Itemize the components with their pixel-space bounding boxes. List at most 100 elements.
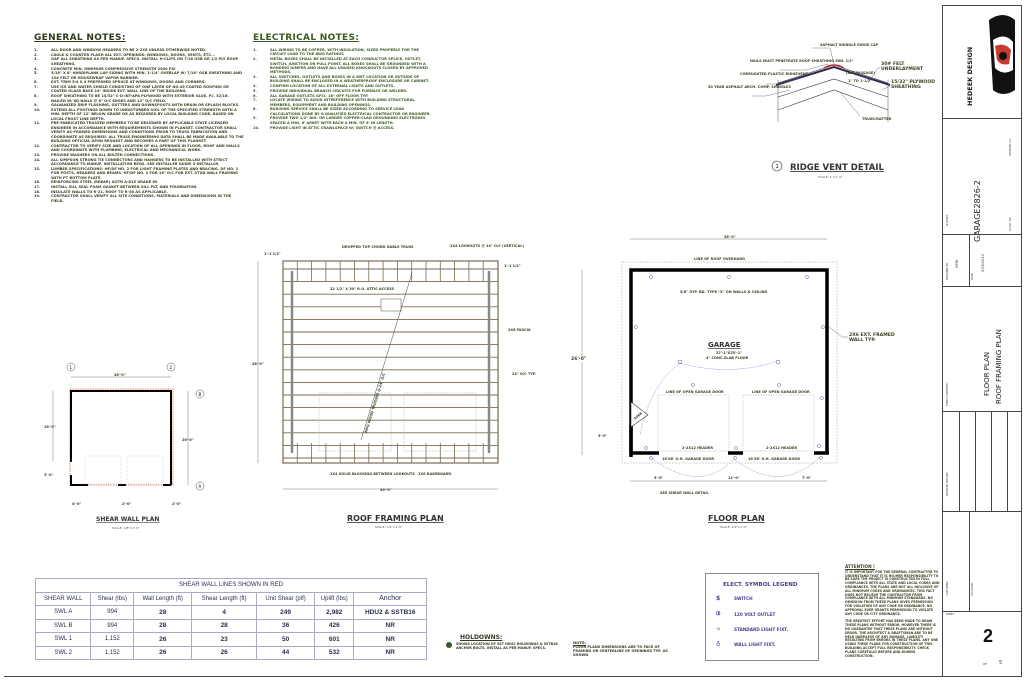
- customer-label: CUSTOMER:: [946, 581, 949, 596]
- note-text: ALL DOOR AND WINDOW HEADERS TO BE 2-2X8 …: [51, 48, 207, 52]
- label-nails: NAILS MUST PENETRATE ROOF SHEATHING MIN.…: [750, 59, 854, 63]
- note-number: 8.: [34, 94, 38, 99]
- note-text: CONFIRM LOCATION OF ALL EXTERNAL LIGHTS …: [270, 84, 395, 89]
- designed-by: NPW: [955, 259, 959, 268]
- sheet-contents-label: SHEET CONTENTS:: [946, 382, 949, 406]
- ridge-vent-title: RIDGE VENT DETAIL: [790, 163, 885, 173]
- legend-item: ♁WALL LIGHT FIXT.: [716, 641, 808, 648]
- note-item: 3.ALL SWITCHES, OUTLETS AND BOXES IN A W…: [253, 75, 433, 84]
- label-shear-detail: SEE SHEAR WALL DETAIL: [660, 491, 709, 495]
- note-text: LUMBER SPECIFICATIONS: HF/DF NO. 2 FOR L…: [51, 166, 239, 180]
- note-text: CAULK & COUNTER FLASH ALL EXT. OPENINGS:…: [51, 52, 216, 57]
- sheet-title-1: FLOOR PLAN: [983, 351, 991, 396]
- note-text: ALL SIMPSON STRONG TIE CONNECTORS AND HA…: [51, 157, 228, 167]
- attention-p2: THE GREATEST EFFORT HAS BEEN MADE TO DRA…: [845, 619, 939, 658]
- room-size: 27'-1"X25'-1": [716, 351, 742, 355]
- note-text: BUILDING SERVICE SHALL BE SIZED ACCORDIN…: [270, 107, 431, 116]
- label-truss: TRUSS/RAFTER: [862, 117, 892, 121]
- holdown-symbol-icon: [446, 642, 452, 648]
- label-rakeboard: 2X6 RAKEBOARD: [418, 472, 451, 476]
- label-felt: 30# FELT UNDERLAYMENT: [881, 62, 935, 73]
- note-number: 3.: [253, 75, 257, 80]
- note-number: 2.: [253, 57, 257, 62]
- table-cell: 28: [191, 618, 258, 633]
- note-number: 4.: [34, 66, 38, 71]
- date-label: DATE:: [971, 272, 974, 280]
- note-number: 9.: [34, 103, 38, 108]
- label-air-passage: (AIR PASSAGE): [846, 71, 875, 75]
- roof-framing-plan: MFG WOOD TRUSSES @ 24" O/C DROPPED TOP C…: [252, 244, 536, 529]
- note-number: 4.: [253, 84, 257, 89]
- dim-top: 28'-0": [114, 373, 126, 377]
- note-item: 16.REINFORCING STEEL (REBAR) ASTM A-615 …: [34, 180, 244, 184]
- revision-history-label: REVISION HISTORY:: [946, 471, 949, 496]
- dim-left-2: 3'-0": [44, 473, 53, 477]
- note-number: 14.: [34, 157, 41, 162]
- note-item: 11.PRE-FABRICATED TRUSSED MEMBERS TO BE …: [34, 121, 244, 143]
- general-notes-title: GENERAL NOTES:: [34, 33, 126, 43]
- detail-number-bubble: [771, 160, 783, 172]
- note-item: 4.CONCRETE MIN. MINIMUM COMPRESSIVE STRE…: [34, 67, 244, 71]
- attention-title: ATTENTION !: [845, 564, 875, 569]
- note-item: 4. CONFIRM LOCATION OF ALL EXTERNAL LIGHT…: [253, 84, 433, 88]
- table-cell: 426: [314, 618, 355, 633]
- note-item: 2.CAULK & COUNTER FLASH ALL EXT. OPENING…: [34, 53, 244, 57]
- electrical-symbol-legend: ELECT. SYMBOL LEGEND $SWITCH⦶120 VOLT OU…: [705, 573, 819, 661]
- note-number: 6.: [34, 80, 38, 85]
- garage-door-outline: [318, 392, 392, 452]
- of-label: OF: [983, 662, 988, 666]
- column-header: Shear (lbs): [90, 591, 135, 606]
- column-header: Wall Length (ft): [133, 591, 193, 606]
- note-text: PROVIDE TWO 1/2" DIA. OR LARGER COPPER-C…: [270, 116, 426, 125]
- note-item: 12.CONTRACTOR TO VERIFY SIZE AND LOCATIO…: [34, 144, 244, 153]
- label-ridge-cap: ASPHALT SHINGLE RIDGE CAP: [820, 43, 879, 47]
- label-entry-door: 3068: [633, 411, 643, 421]
- table-cell: 249: [256, 605, 316, 620]
- note-item: 13.PROVIDE WASHERS ON ALL BOLTED CONNECT…: [34, 153, 244, 157]
- date: 5/26/2014: [981, 254, 985, 272]
- note-item: 10.EXTEND ALL FOOTINGS DOWN TO UNDISTURB…: [34, 108, 244, 121]
- table-cell: NR: [353, 618, 427, 633]
- garage-door-outline: [403, 392, 477, 452]
- table-cell: 1,152: [90, 645, 135, 660]
- note-number: 18.: [34, 189, 41, 194]
- floor-plan: 28'-0" LINE OF ROOF OVERHANG 5/8" GYP. B…: [581, 235, 848, 529]
- note-item: 18.INSULATE WALLS TO R-21, ROOF TO R-38 …: [34, 190, 244, 194]
- note-text: ALL WIRING TO BE COPPER, WITH INSULATION…: [270, 48, 419, 57]
- dim-overhang-right: 1'-1 1/2": [504, 264, 521, 268]
- label-shingles: 30 YEAR ASPHALT ARCH. COMP. SHINGLES: [708, 85, 791, 89]
- note-text: CONTRACTOR SHALL VERIFY ALL SITE CONDITI…: [51, 194, 232, 203]
- table-cell: 601: [314, 632, 355, 647]
- dim-left-1: 18'-0": [44, 425, 56, 429]
- note-number: 7.: [34, 85, 38, 90]
- label-oc-typ: 24" O/C TYP.: [512, 372, 536, 376]
- table-cell: HDU2 & SSTB16: [353, 605, 427, 620]
- grid-1: 1: [70, 365, 73, 370]
- table-cell: NR: [353, 632, 427, 647]
- note-text: METAL BOXES SHALL BE INSTALLED AT EACH C…: [270, 57, 428, 75]
- note-item: 7.LOCATE WIRING TO AVOID INTERFERENCE WI…: [253, 98, 433, 107]
- label-roof-overhang: LINE OF ROOF OVERHANG: [694, 257, 745, 261]
- dim-width: 30'-0": [380, 488, 392, 492]
- attention-note: ATTENTION ! IT IS IMPORTANT FOR THE GENE…: [845, 565, 940, 658]
- holdowns-note: HOLDOWNS: SHOWS LOCATION OF SST HDU2 HOL…: [446, 634, 560, 650]
- note-title: NOTE:: [573, 640, 587, 645]
- table-cell: 28: [133, 618, 193, 633]
- note-number: 10.: [34, 107, 41, 112]
- dim-bottom-1: 4'-0": [72, 502, 81, 506]
- note-item: 17.INSTALL SILL SEAL FOAM GASKET BETWEEN…: [34, 185, 244, 189]
- note-number: 13.: [34, 152, 41, 157]
- label-gap: 1" TO 1-1/2": [848, 79, 872, 83]
- table-cell: 2,982: [314, 605, 355, 620]
- ridge-vent-scale: SCALE: 1"=1'-0": [818, 175, 843, 179]
- note-item: 9.GALVANIZED DRIP FLASHING, GUTTERS AND …: [34, 103, 244, 107]
- shear-wall-scale: SCALE: 1/8"=1'-0": [112, 526, 140, 530]
- label-gyp-board: 5/8" GYP. BD. TYPE "X" ON WALLS & CEILIN…: [680, 290, 768, 294]
- legend-symbol-icon: ♁: [716, 641, 721, 648]
- note-item: 10.PROVIDE LIGHT IN ATTIC CRAWLSPACE W/ …: [253, 126, 433, 130]
- table-cell: SWL B: [34, 618, 92, 633]
- shear-wall-table: SHEAR WALL LINES SHOWN IN RED SHEAR WALL…: [34, 578, 427, 660]
